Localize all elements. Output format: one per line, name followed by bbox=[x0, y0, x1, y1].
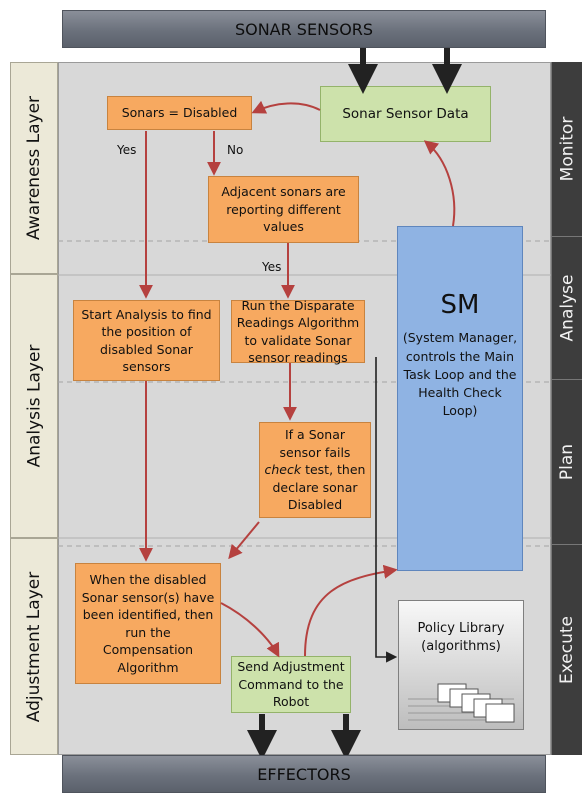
compensation-box: When the disabled Sonar sensor(s) have b… bbox=[75, 563, 221, 684]
monitor-phase: Monitor bbox=[551, 62, 582, 237]
execute-phase: Execute bbox=[551, 545, 582, 755]
sonars-disabled-box: Sonars = Disabled bbox=[107, 96, 252, 130]
sonar-sensors-banner: SONAR SENSORS bbox=[62, 10, 546, 48]
plan-phase: Plan bbox=[551, 380, 582, 545]
document-stack-icon bbox=[437, 683, 515, 723]
effectors-banner: EFFECTORS bbox=[62, 755, 546, 793]
declare-disabled-box: If a Sonar sensor fails check test, then… bbox=[259, 422, 371, 518]
sonar-sensors-title: SONAR SENSORS bbox=[234, 19, 374, 39]
policy-library-graphic bbox=[398, 600, 524, 730]
disparate-readings-box: Run the Disparate Readings Algorithm to … bbox=[231, 298, 365, 365]
system-manager-title: SM bbox=[440, 290, 480, 320]
analysis-layer: Analysis Layer bbox=[10, 274, 58, 538]
yes-label-adjacent: Yes bbox=[262, 260, 282, 274]
system-manager-description: (System Manager, controls the Main Task … bbox=[402, 330, 518, 418]
compensation-text: When the disabled Sonar sensor(s) have b… bbox=[81, 572, 215, 675]
send-adjustment-box: Send Adjustment Command to the Robot bbox=[231, 656, 351, 713]
system-manager-box: SM (System Manager, controls the Main Ta… bbox=[397, 226, 523, 571]
policy-library-title: Policy Library bbox=[417, 621, 505, 636]
yes-label-disabled: Yes bbox=[117, 143, 137, 157]
no-label: No bbox=[227, 143, 244, 157]
adjustment-layer: Adjustment Layer bbox=[10, 538, 58, 755]
sonars-disabled-text: Sonars = Disabled bbox=[121, 105, 238, 121]
declare-disabled-text-end: test, then declare sonar Disabled bbox=[272, 462, 366, 513]
declare-disabled-text-emphasis: check bbox=[264, 462, 302, 478]
declare-disabled-text-start: If a Sonar sensor fails bbox=[279, 427, 351, 460]
disparate-readings-text: Run the Disparate Readings Algorithm to … bbox=[236, 297, 360, 366]
start-analysis-box: Start Analysis to find the position of d… bbox=[73, 300, 220, 381]
adjacent-sonars-text: Adjacent sonars are reporting different … bbox=[221, 184, 346, 235]
awareness-layer: Awareness Layer bbox=[10, 62, 58, 274]
policy-library: Policy Library (algorithms) bbox=[398, 600, 524, 730]
adjacent-sonars-box: Adjacent sonars are reporting different … bbox=[208, 176, 359, 243]
analyse-phase: Analyse bbox=[551, 237, 582, 380]
policy-library-subtitle: (algorithms) bbox=[421, 639, 501, 655]
sonar-sensor-data-box: Sonar Sensor Data bbox=[320, 86, 491, 142]
send-adjustment-text: Send Adjustment Command to the Robot bbox=[237, 659, 345, 710]
effectors-title: EFFECTORS bbox=[257, 764, 351, 784]
start-analysis-text: Start Analysis to find the position of d… bbox=[81, 306, 212, 375]
sonar-sensor-data-text: Sonar Sensor Data bbox=[342, 105, 469, 122]
declare-disabled-text: If a Sonar sensor fails check test, then… bbox=[264, 426, 366, 514]
